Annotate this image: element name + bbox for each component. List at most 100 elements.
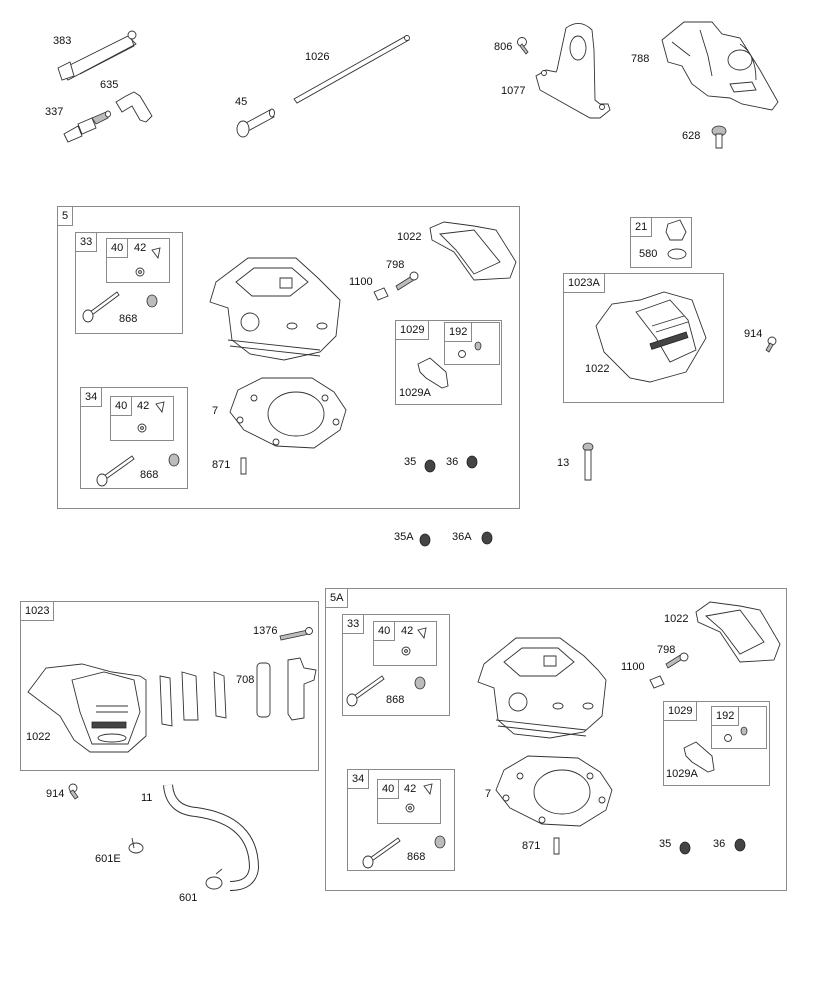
callout-42: 42: [404, 783, 417, 795]
assembly-1023A-tag: 1023A: [563, 273, 605, 293]
callout-635: 635: [100, 79, 119, 91]
callout-1376: 1376: [253, 625, 278, 637]
kit-1029-5A-box: 1029: [663, 701, 770, 786]
assembly-21-tag: 21: [630, 217, 653, 237]
valve-33-drawing: [83, 248, 160, 322]
assembly-1023-tag: 1023: [20, 601, 55, 621]
callout-337: 337: [45, 106, 64, 118]
callout-7: 7: [212, 405, 219, 417]
kit-33-box: 33: [75, 232, 183, 334]
callout-1100: 1100: [349, 276, 373, 288]
kit-192-tag: 192: [444, 322, 473, 342]
callout-914: 914: [46, 788, 65, 800]
callout-628: 628: [682, 130, 701, 142]
head-gasket-7-drawing: [230, 378, 346, 448]
dowel-pin-871-drawing: [241, 458, 246, 474]
oil-cap-21-drawing: [666, 220, 686, 240]
assembly-1023A-box: 1023A: [563, 273, 724, 403]
bolt-628-drawing: [712, 126, 726, 148]
breather-reed-drawing: [214, 672, 226, 718]
kit-192-5A-box: 192: [711, 706, 767, 749]
kit-1029-box: 1029: [395, 320, 502, 405]
callout-35A: 35A: [394, 531, 414, 543]
callout-601: 601: [179, 892, 198, 904]
housing-788-drawing: [662, 22, 778, 110]
callout-1026: 1026: [305, 51, 330, 63]
callout-36: 36: [446, 456, 459, 468]
kit-34-box: 34: [80, 387, 188, 489]
callout-1022: 1022: [664, 613, 689, 625]
kit-33-sub-tag: 40: [106, 238, 129, 258]
gasket-1022-5A-drawing: [696, 602, 780, 662]
clamp-601-drawing: [206, 877, 222, 889]
callout-868: 868: [140, 469, 159, 481]
callout-36: 36: [713, 838, 726, 850]
callout-42: 42: [137, 400, 150, 412]
kit-33-tag: 33: [75, 232, 98, 252]
seal-35-5A-drawing: [680, 842, 690, 854]
cylinder-head-5A-drawing: [478, 638, 606, 738]
callout-7: 7: [485, 788, 492, 800]
callout-868: 868: [386, 694, 405, 706]
valve-34-drawing: [97, 402, 179, 486]
seal-36-5A-drawing: [735, 839, 745, 851]
callout-871: 871: [212, 459, 231, 471]
kit-33-5A-tag: 33: [342, 614, 365, 634]
callout-35: 35: [659, 838, 672, 850]
kit-34-5A-box: 34: [347, 769, 455, 871]
callout-11: 11: [141, 792, 153, 804]
callout-601E: 601E: [95, 853, 121, 865]
dowel-pin-871-5A-drawing: [554, 838, 559, 854]
assembly-1023-box: 1023: [20, 601, 319, 771]
kit-34-sub-box: 40: [110, 396, 174, 441]
callout-1022: 1022: [585, 363, 610, 375]
hose-11-inner: [168, 785, 254, 886]
callout-383: 383: [53, 35, 72, 47]
assembly-5A-box: 5A: [325, 588, 787, 891]
breather-gasket-drawing: [160, 676, 172, 726]
bracket-1077-drawing: [536, 23, 610, 118]
rocker-arm-1029A-drawing: [418, 358, 448, 388]
callout-914: 914: [744, 328, 763, 340]
o-ring-580-drawing: [668, 249, 686, 259]
kit-33-5A-sub-tag: 40: [373, 621, 396, 641]
bolt-13-drawing: [585, 450, 591, 480]
kit-1029-tag: 1029: [395, 320, 430, 340]
callout-1022: 1022: [397, 231, 422, 243]
valve-cover-1023-drawing: [28, 664, 146, 752]
bolt-914-left-drawing: [70, 790, 78, 799]
bolt-806-drawing: [518, 38, 529, 55]
gasket-708-drawing: [257, 663, 270, 717]
seal-36A-drawing: [482, 532, 492, 544]
plug-boot-635-drawing: [116, 92, 152, 122]
kit-34-sub-tag: 40: [110, 396, 133, 416]
clamp-601E-drawing: [129, 843, 143, 853]
breather-body-drawing: [182, 672, 198, 720]
callout-798: 798: [657, 644, 676, 656]
callout-1077: 1077: [501, 85, 526, 97]
callout-868: 868: [407, 851, 426, 863]
callout-45: 45: [235, 96, 248, 108]
callout-806: 806: [494, 41, 513, 53]
callout-1029A: 1029A: [399, 387, 431, 399]
kit-34-5A-sub-tag: 40: [377, 779, 400, 799]
callout-42: 42: [401, 625, 414, 637]
seal-35A-drawing: [420, 534, 430, 546]
kit-34-tag: 34: [80, 387, 103, 407]
rocker-arm-1029A-5A-drawing: [684, 742, 714, 772]
assembly-21-box: 21: [630, 217, 692, 268]
gasket-1022-drawing: [430, 222, 516, 280]
kit-33-5A-box: 33: [342, 614, 450, 716]
spark-plug-boot-383-drawing: [58, 31, 136, 80]
head-gasket-7-5A-drawing: [496, 756, 612, 826]
assembly-5A-tag: 5A: [325, 588, 349, 608]
callout-1022: 1022: [26, 731, 51, 743]
spark-plug-337-drawing: [64, 111, 111, 142]
valve-33-5A-drawing: [347, 628, 426, 706]
kit-192-5A-tag: 192: [711, 706, 740, 726]
callout-708: 708: [236, 674, 255, 686]
valve-cover-1023A-drawing: [596, 292, 706, 382]
cylinder-head-5-drawing: [210, 258, 340, 360]
breather-cover-drawing: [288, 658, 316, 720]
